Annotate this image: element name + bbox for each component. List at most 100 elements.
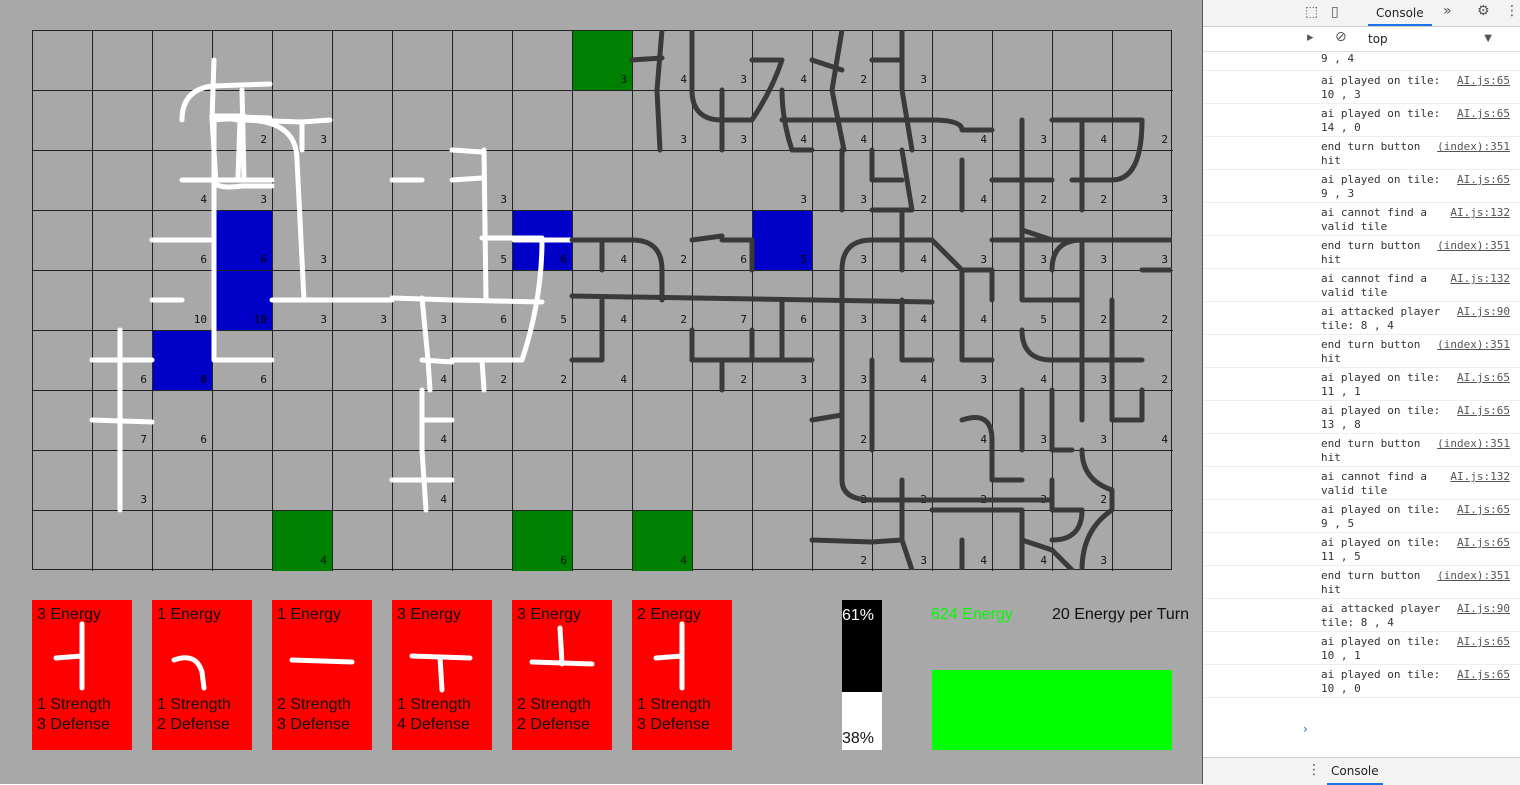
board-tile[interactable]: 4 xyxy=(1113,391,1173,451)
board-tile[interactable]: 4 xyxy=(573,271,633,331)
board-tile[interactable]: 6 xyxy=(753,271,813,331)
board-tile[interactable]: 4 xyxy=(933,391,993,451)
board-tile[interactable] xyxy=(693,151,753,211)
board-tile[interactable]: 3 xyxy=(993,451,1053,511)
board-tile[interactable] xyxy=(333,151,393,211)
show-sidebar-icon[interactable]: ▸ xyxy=(1307,30,1314,45)
board-tile[interactable] xyxy=(573,511,633,571)
board-tile[interactable]: 10 xyxy=(213,271,273,331)
board-tile[interactable] xyxy=(993,31,1053,91)
board-tile[interactable] xyxy=(333,391,393,451)
board-tile[interactable]: 3 xyxy=(273,271,333,331)
board-tile[interactable] xyxy=(933,31,993,91)
console-source-link[interactable]: AI.js:90 xyxy=(1457,305,1510,318)
board-tile[interactable]: 6 xyxy=(513,211,573,271)
board-tile[interactable] xyxy=(213,451,273,511)
board-tile[interactable] xyxy=(453,31,513,91)
board-tile[interactable]: 4 xyxy=(873,271,933,331)
board-tile[interactable]: 4 xyxy=(1053,91,1113,151)
inspect-element-icon[interactable]: ⬚ xyxy=(1305,4,1319,20)
board-tile[interactable] xyxy=(153,91,213,151)
board-tile[interactable] xyxy=(273,451,333,511)
board-tile[interactable] xyxy=(273,151,333,211)
board-tile[interactable] xyxy=(93,151,153,211)
console-source-link[interactable]: AI.js:65 xyxy=(1457,371,1510,384)
tab-console[interactable]: Console xyxy=(1368,0,1432,26)
board-tile[interactable]: 2 xyxy=(633,271,693,331)
board-tile[interactable] xyxy=(453,91,513,151)
board-tile[interactable] xyxy=(93,511,153,571)
board-tile[interactable]: 3 xyxy=(633,91,693,151)
board-tile[interactable]: 2 xyxy=(693,331,753,391)
board-tile[interactable]: 2 xyxy=(633,211,693,271)
more-tabs-icon[interactable]: » xyxy=(1443,3,1452,19)
console-source-link[interactable]: AI.js:65 xyxy=(1457,404,1510,417)
board-tile[interactable] xyxy=(633,151,693,211)
board-tile[interactable]: 4 xyxy=(633,511,693,571)
board-tile[interactable]: 5 xyxy=(753,211,813,271)
board-tile[interactable]: 4 xyxy=(813,91,873,151)
console-source-link[interactable]: AI.js:65 xyxy=(1457,536,1510,549)
clear-console-icon[interactable]: ⊘ xyxy=(1335,29,1347,45)
board-tile[interactable] xyxy=(33,391,93,451)
board-tile[interactable] xyxy=(93,211,153,271)
board-tile[interactable] xyxy=(633,331,693,391)
console-source-link[interactable]: AI.js:132 xyxy=(1450,470,1510,483)
board-tile[interactable] xyxy=(33,451,93,511)
console-source-link[interactable]: AI.js:65 xyxy=(1457,173,1510,186)
board-tile[interactable]: 3 xyxy=(1053,331,1113,391)
drawer-tab-console[interactable]: Console xyxy=(1327,758,1383,785)
console-source-link[interactable]: AI.js:65 xyxy=(1457,635,1510,648)
board-tile[interactable]: 5 xyxy=(513,271,573,331)
board-tile[interactable]: 4 xyxy=(633,31,693,91)
board-tile[interactable] xyxy=(513,391,573,451)
board-tile[interactable]: 2 xyxy=(873,151,933,211)
board-tile[interactable]: 3 xyxy=(813,151,873,211)
board-tile[interactable] xyxy=(513,151,573,211)
board-tile[interactable] xyxy=(453,391,513,451)
board-tile[interactable]: 4 xyxy=(933,151,993,211)
board-tile[interactable]: 3 xyxy=(1113,151,1173,211)
board-tile[interactable]: 3 xyxy=(813,331,873,391)
board-tile[interactable] xyxy=(513,91,573,151)
board-tile[interactable]: 6 xyxy=(453,271,513,331)
board-tile[interactable]: 3 xyxy=(693,31,753,91)
console-source-link[interactable]: (index):351 xyxy=(1437,338,1510,351)
board-tile[interactable]: 3 xyxy=(873,511,933,571)
console-source-link[interactable]: AI.js:132 xyxy=(1450,206,1510,219)
board-tile[interactable]: 3 xyxy=(573,31,633,91)
board-tile[interactable] xyxy=(1053,31,1113,91)
board-tile[interactable]: 4 xyxy=(933,91,993,151)
board-tile[interactable] xyxy=(573,91,633,151)
board-tile[interactable]: 6 xyxy=(153,391,213,451)
board-tile[interactable]: 4 xyxy=(393,331,453,391)
board-tile[interactable] xyxy=(753,511,813,571)
board-tile[interactable] xyxy=(153,31,213,91)
board-tile[interactable]: 5 xyxy=(993,271,1053,331)
board-tile[interactable] xyxy=(633,451,693,511)
board-tile[interactable] xyxy=(873,391,933,451)
board-tile[interactable] xyxy=(393,151,453,211)
console-source-link[interactable]: AI.js:65 xyxy=(1457,107,1510,120)
board-tile[interactable] xyxy=(453,511,513,571)
board-tile[interactable]: 2 xyxy=(933,451,993,511)
console-source-link[interactable]: AI.js:90 xyxy=(1457,602,1510,615)
board-tile[interactable] xyxy=(93,271,153,331)
board-tile[interactable] xyxy=(333,451,393,511)
board-tile[interactable]: 6 xyxy=(513,511,573,571)
board-tile[interactable] xyxy=(273,331,333,391)
board-tile[interactable] xyxy=(33,271,93,331)
board-tile[interactable]: 3 xyxy=(273,91,333,151)
kebab-menu-icon[interactable]: ⋮ xyxy=(1505,3,1519,19)
board-tile[interactable]: 7 xyxy=(693,271,753,331)
board-tile[interactable]: 4 xyxy=(933,271,993,331)
board-tile[interactable] xyxy=(333,91,393,151)
board-tile[interactable]: 2 xyxy=(813,391,873,451)
console-source-link[interactable]: (index):351 xyxy=(1437,239,1510,252)
board-tile[interactable] xyxy=(273,391,333,451)
board-tile[interactable]: 6 xyxy=(213,331,273,391)
console-source-link[interactable]: AI.js:65 xyxy=(1457,503,1510,516)
